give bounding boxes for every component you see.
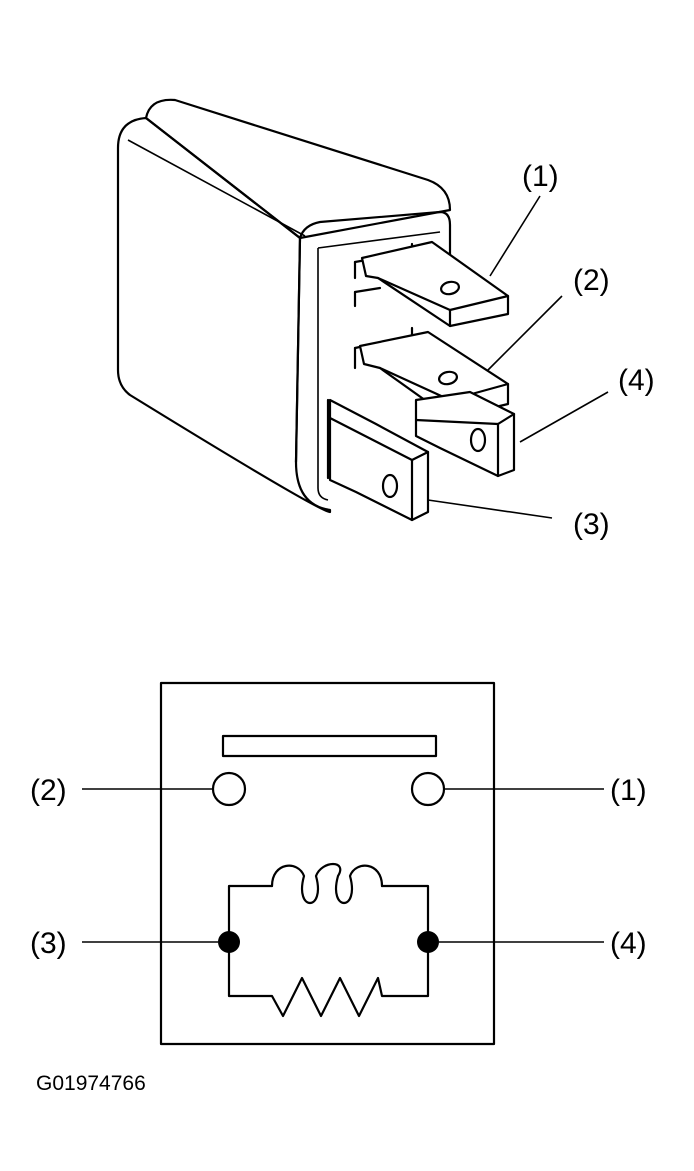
callout-2: (2) (573, 264, 610, 297)
leader-line-3 (427, 499, 553, 519)
coil-symbol (227, 862, 430, 944)
callout-4: (4) (618, 364, 655, 397)
leader-line-2 (487, 295, 563, 371)
terminal-3-blade (328, 398, 430, 522)
terminal-label-2: (2) (30, 774, 67, 807)
relay-schematic: (2) (1) (3) (4) (30, 681, 647, 1046)
terminal-4-dot (417, 931, 439, 953)
resistor-symbol (227, 940, 430, 1018)
figure-code: G01974766 (36, 1072, 146, 1095)
leader-line-4 (519, 391, 609, 443)
leader-line-1 (489, 195, 541, 277)
contact-bar (221, 734, 438, 758)
terminal-label-4: (4) (610, 927, 647, 960)
callout-1: (1) (522, 160, 559, 193)
relay-illustration: (1) (2) (4) (3) (116, 98, 655, 541)
terminal-label-3: (3) (30, 927, 67, 960)
callout-3: (3) (573, 508, 610, 541)
schematic-box (159, 681, 496, 1046)
terminal-4-blade (414, 390, 516, 478)
relay-housing (116, 98, 452, 514)
terminal-2-open (211, 771, 247, 807)
terminal-label-1: (1) (610, 774, 647, 807)
terminal-3-dot (218, 931, 240, 953)
terminal-1-blade (360, 240, 510, 328)
terminal-1-open (410, 771, 446, 807)
